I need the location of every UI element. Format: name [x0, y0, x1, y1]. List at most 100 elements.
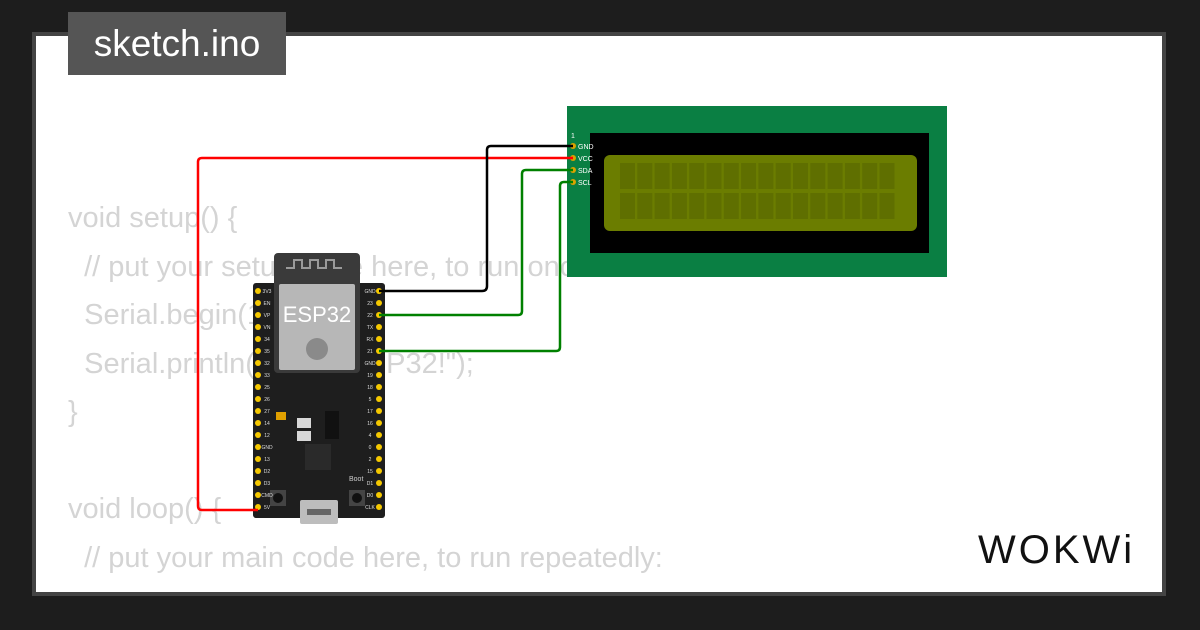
esp32-pin[interactable]	[376, 468, 382, 474]
svg-text:SCL: SCL	[578, 180, 592, 187]
lcd-char-cell	[793, 163, 808, 189]
esp32-pin[interactable]	[255, 432, 261, 438]
esp32-pin-label: 4	[369, 433, 372, 439]
lcd-char-cell	[810, 193, 826, 219]
micro-usb-slot	[307, 509, 331, 515]
lcd-char-cell	[879, 193, 895, 219]
esp32-pin[interactable]	[376, 360, 382, 366]
lcd-char-cell	[862, 193, 878, 219]
file-tab-sketch[interactable]: sketch.ino	[68, 12, 286, 75]
lcd-char-cell	[706, 193, 722, 219]
esp32-pin[interactable]	[376, 408, 382, 414]
esp32-pin[interactable]	[376, 372, 382, 378]
esp32-pin[interactable]	[255, 456, 261, 462]
esp32-pin-label: 34	[264, 337, 270, 343]
esp32-pin[interactable]	[376, 396, 382, 402]
esp32-pin[interactable]	[255, 324, 261, 330]
esp32-pin[interactable]	[255, 480, 261, 486]
esp32-pin-label: VN	[264, 325, 271, 331]
lcd-char-cell	[637, 193, 653, 219]
esp32-pin-label: 35	[264, 349, 270, 355]
lcd-char-cell	[827, 193, 843, 219]
esp32-pin[interactable]	[255, 420, 261, 426]
smd-led	[276, 412, 286, 420]
esp32-pin-label: 26	[264, 397, 270, 403]
esp32-pin-label: 22	[367, 313, 373, 319]
esp32-pin-label: 21	[367, 349, 373, 355]
esp32-pin[interactable]	[376, 444, 382, 450]
esp32-pin-label: 27	[264, 409, 270, 415]
svg-text:SDA: SDA	[578, 168, 593, 175]
esp32-pin-label: 23	[367, 301, 373, 307]
esp32-pin-label: EN	[264, 301, 271, 307]
esp32-pin[interactable]	[376, 456, 382, 462]
esp32-pin[interactable]	[376, 300, 382, 306]
esp32-pin[interactable]	[255, 300, 261, 306]
svg-text:VCC: VCC	[578, 156, 593, 163]
smd-part	[297, 418, 311, 428]
esp32-pin[interactable]	[255, 408, 261, 414]
esp32-devkit[interactable]: ESP32 Boot 3V3ENVPVN343532332526271412GN…	[253, 253, 385, 524]
esp32-pin[interactable]	[255, 312, 261, 318]
esp32-pin-label: RX	[367, 337, 375, 343]
esp32-pin[interactable]	[255, 468, 261, 474]
esp32-pin[interactable]	[255, 360, 261, 366]
regulator-chip	[325, 411, 339, 439]
lcd-char-cell	[706, 163, 722, 189]
esp32-pin[interactable]	[255, 504, 261, 510]
esp32-pin[interactable]	[376, 432, 382, 438]
esp32-pin[interactable]	[255, 288, 261, 294]
esp32-pin-label: 19	[367, 373, 373, 379]
wokwi-logo: WOKWi	[978, 528, 1136, 572]
lcd-char-cell	[620, 193, 635, 219]
esp32-pin[interactable]	[376, 420, 382, 426]
lcd-char-cell	[689, 163, 705, 189]
lcd-char-cell	[654, 193, 670, 219]
esp32-pin-label: 12	[264, 433, 270, 439]
boot-button-cap	[352, 493, 362, 503]
esp32-pin-label: D2	[264, 469, 271, 475]
esp32-pin[interactable]	[255, 348, 261, 354]
esp32-pin[interactable]	[376, 336, 382, 342]
lcd-char-cell	[844, 163, 860, 189]
esp32-pin[interactable]	[376, 384, 382, 390]
svg-text:GND: GND	[578, 144, 594, 151]
sda-wire[interactable]	[379, 168, 573, 317]
esp32-pin-label: 18	[367, 385, 373, 391]
code-line: void setup() {	[68, 202, 238, 234]
esp32-pin[interactable]	[255, 372, 261, 378]
esp32-pin-label: 32	[264, 361, 270, 367]
lcd-char-cell	[793, 193, 808, 219]
esp32-pin[interactable]	[376, 480, 382, 486]
esp32-pin[interactable]	[376, 324, 382, 330]
vcc-wire[interactable]	[196, 156, 573, 512]
esp32-pin-label: D0	[367, 493, 374, 499]
lcd-char-cell	[671, 163, 687, 189]
esp32-left-header: 3V3ENVPVN343532332526271412GND13D2D3CMD5…	[255, 288, 273, 511]
lcd-1602-i2c[interactable]: 1 GND VCC SDA SCL	[567, 106, 947, 277]
lcd-char-cell	[741, 163, 757, 189]
gnd-wire[interactable]	[379, 144, 573, 293]
esp32-pin-label: 5V	[264, 505, 271, 511]
esp32-pin[interactable]	[255, 492, 261, 498]
lcd-char-cell	[689, 193, 705, 219]
usb-uart-chip	[305, 444, 331, 470]
espressif-logo-icon	[306, 338, 328, 360]
esp32-pin[interactable]	[255, 444, 261, 450]
esp32-pin-label: 25	[264, 385, 270, 391]
esp32-pin[interactable]	[255, 336, 261, 342]
esp32-pin-label: 3V3	[263, 289, 272, 295]
esp32-pin-label: 5	[369, 397, 372, 403]
esp32-pin[interactable]	[255, 384, 261, 390]
scl-wire[interactable]	[379, 180, 573, 353]
smd-part	[297, 431, 311, 441]
lcd-char-cell	[671, 193, 687, 219]
esp32-pin[interactable]	[255, 396, 261, 402]
esp32-pin[interactable]	[376, 504, 382, 510]
esp32-pin-label: 14	[264, 421, 270, 427]
esp32-pin-label: 0	[369, 445, 372, 451]
lcd-char-cell	[723, 193, 739, 219]
lcd-char-cell	[879, 163, 895, 189]
esp32-pin[interactable]	[376, 492, 382, 498]
